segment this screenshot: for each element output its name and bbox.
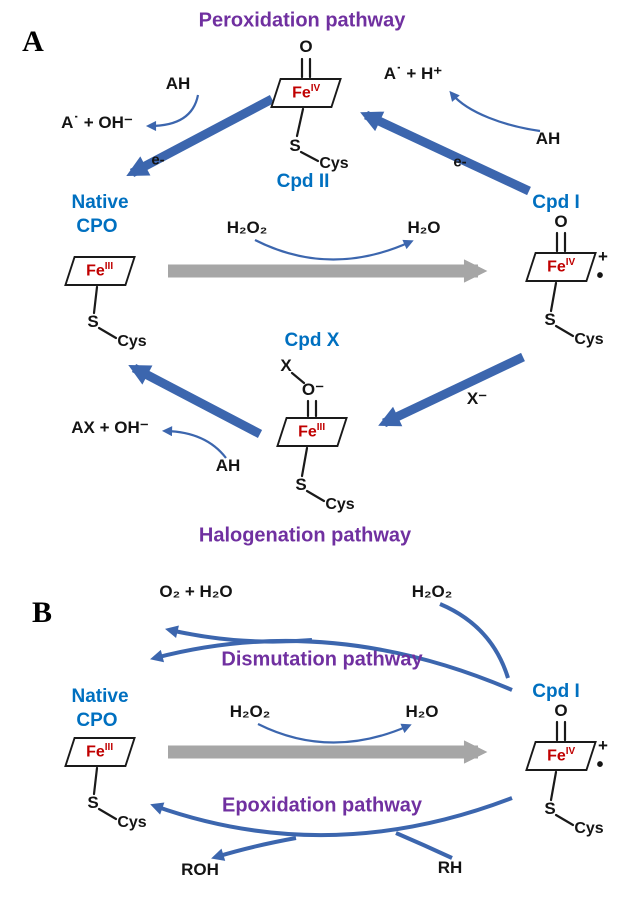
cpd1-oxo-atom-b: O [554,701,568,720]
fe-oxidation-state: III [105,742,114,754]
native-b-bonds [92,766,118,821]
cpd2-name: Cpd II [276,171,330,192]
cpd1-heme-parallelogram-b: FeIV [525,741,597,771]
cpd1-cation-charge-b: + [598,736,608,755]
cpd1-fe-label-a: FeIV [546,257,576,276]
cpd2-oxo-atom: O [299,37,313,56]
cpd1-cys-label-a: Cys [574,331,604,348]
arc-epoxidation-main [150,796,513,838]
arrow-cpd2-to-native [126,95,275,177]
curve-ah-to-axoh [161,426,227,459]
cpdx-bonds [290,371,326,503]
cpd1-fe-label-b: FeIV [546,746,576,765]
o2-h2o-product-label: O₂ + H₂O [159,582,233,601]
cpd2-cys-label: Cys [319,155,349,172]
native-cpo-name-line1-a: Native [71,192,129,213]
cpdx-cys-label: Cys [325,496,355,513]
cpdx-oxygen-atom: O⁻ [301,380,325,399]
cpd1-oxo-atom-a: O [554,212,568,231]
native-cpo-name-line2-b: CPO [76,710,118,731]
h2o-label-a: H₂O [407,218,441,237]
radical-product-right: A˙ + H⁺ [383,64,443,83]
panel-b-letter: B [31,596,53,629]
h2o2-label-b: H₂O₂ [229,702,271,721]
arrow-cpd1-to-cpd2 [360,110,531,196]
cpdx-name: Cpd X [284,330,340,351]
cpd2-bonds [295,57,320,163]
native-heme-parallelogram-a: FeIII [64,256,136,286]
fe-symbol: Fe [86,743,106,761]
curve-h2o2-to-h2o-b [257,723,412,744]
fe-symbol: Fe [291,84,311,102]
fe-symbol: Fe [546,747,566,765]
curve-ah-to-product-left [145,94,200,132]
cpd1-b-bonds [549,720,575,827]
fe-oxidation-state: III [105,261,114,273]
halide-label: X⁻ [466,389,488,408]
h2o-label-b: H₂O [405,702,439,721]
cpd2-fe-label: FeIV [291,83,321,102]
fe-oxidation-state: IV [565,257,576,269]
cpd1-a-bonds [549,231,575,338]
cpd1-sulfur-atom-b: S [544,799,556,818]
arc-epoxidation-roh [211,836,297,861]
dismutation-pathway-title: Dismutation pathway [221,648,423,671]
arc-dismutation-main [150,638,513,692]
native-sulfur-atom-b: S [87,793,99,812]
h2o2-label-a: H₂O₂ [226,218,268,237]
native-cpo-name-line2-a: CPO [76,216,118,237]
electron-label-left: e- [151,151,165,169]
fe-symbol: Fe [298,423,318,441]
h2o2-substrate-dismutation: H₂O₂ [411,582,453,601]
native-a-bonds [92,285,118,340]
ax-oh-product-label: AX + OH⁻ [71,418,149,437]
curve-h2o2-to-h2o-a [254,239,414,261]
cpd1-name-a: Cpd I [532,192,580,213]
electron-label-right: e- [453,153,467,171]
arc-dismutation-product [165,625,313,644]
peroxidation-pathway-title: Peroxidation pathway [198,9,406,32]
halogenation-pathway-title: Halogenation pathway [198,524,412,547]
native-heme-parallelogram-b: FeIII [64,737,136,767]
cpd1-cys-label-b: Cys [574,820,604,837]
curve-ah-to-product-right [449,90,541,133]
cpdx-halogen-atom: X [280,356,292,375]
cpd2-sulfur-atom: S [289,136,301,155]
native-cpo-name-line1-b: Native [71,686,129,707]
cpdx-sulfur-atom: S [295,475,307,494]
ah-substrate-left: AH [165,74,191,93]
cpd1-name-b: Cpd I [532,681,580,702]
arrow-cpdx-to-native [128,364,263,438]
arc-dismutation-h2o2-feed [439,602,510,679]
fe-symbol: Fe [546,258,566,276]
panel-a-letter: A [22,25,44,58]
fe-oxidation-state: IV [565,746,576,758]
native-cys-label-b: Cys [117,814,147,831]
fe-oxidation-state: IV [310,83,321,95]
cpdx-fe-label: FeIII [298,422,326,441]
arc-epoxidation-rh-feed [395,831,453,860]
cpd1-sulfur-atom-a: S [544,310,556,329]
ah-substrate-halogenation: AH [215,456,241,475]
cpdx-heme-parallelogram: FeIII [276,417,348,447]
native-sulfur-atom-a: S [87,312,99,331]
radical-product-left: A˙ + OH⁻ [61,113,133,132]
native-cys-label-a: Cys [117,333,147,350]
cpd2-heme-parallelogram: FeIV [270,78,342,108]
epoxidation-pathway-title: Epoxidation pathway [221,794,423,817]
rh-substrate-label: RH [437,858,463,877]
cpd1-cation-charge-a: + [598,247,608,266]
native-fe-label-b: FeIII [86,742,114,761]
arrow-cpd1-to-cpdx [378,352,525,428]
native-fe-label-a: FeIII [86,261,114,280]
cpd1-heme-parallelogram-a: FeIV [525,252,597,282]
ah-substrate-right: AH [535,129,561,148]
roh-product-label: ROH [181,860,219,879]
fe-oxidation-state: III [317,422,326,434]
fe-symbol: Fe [86,262,106,280]
